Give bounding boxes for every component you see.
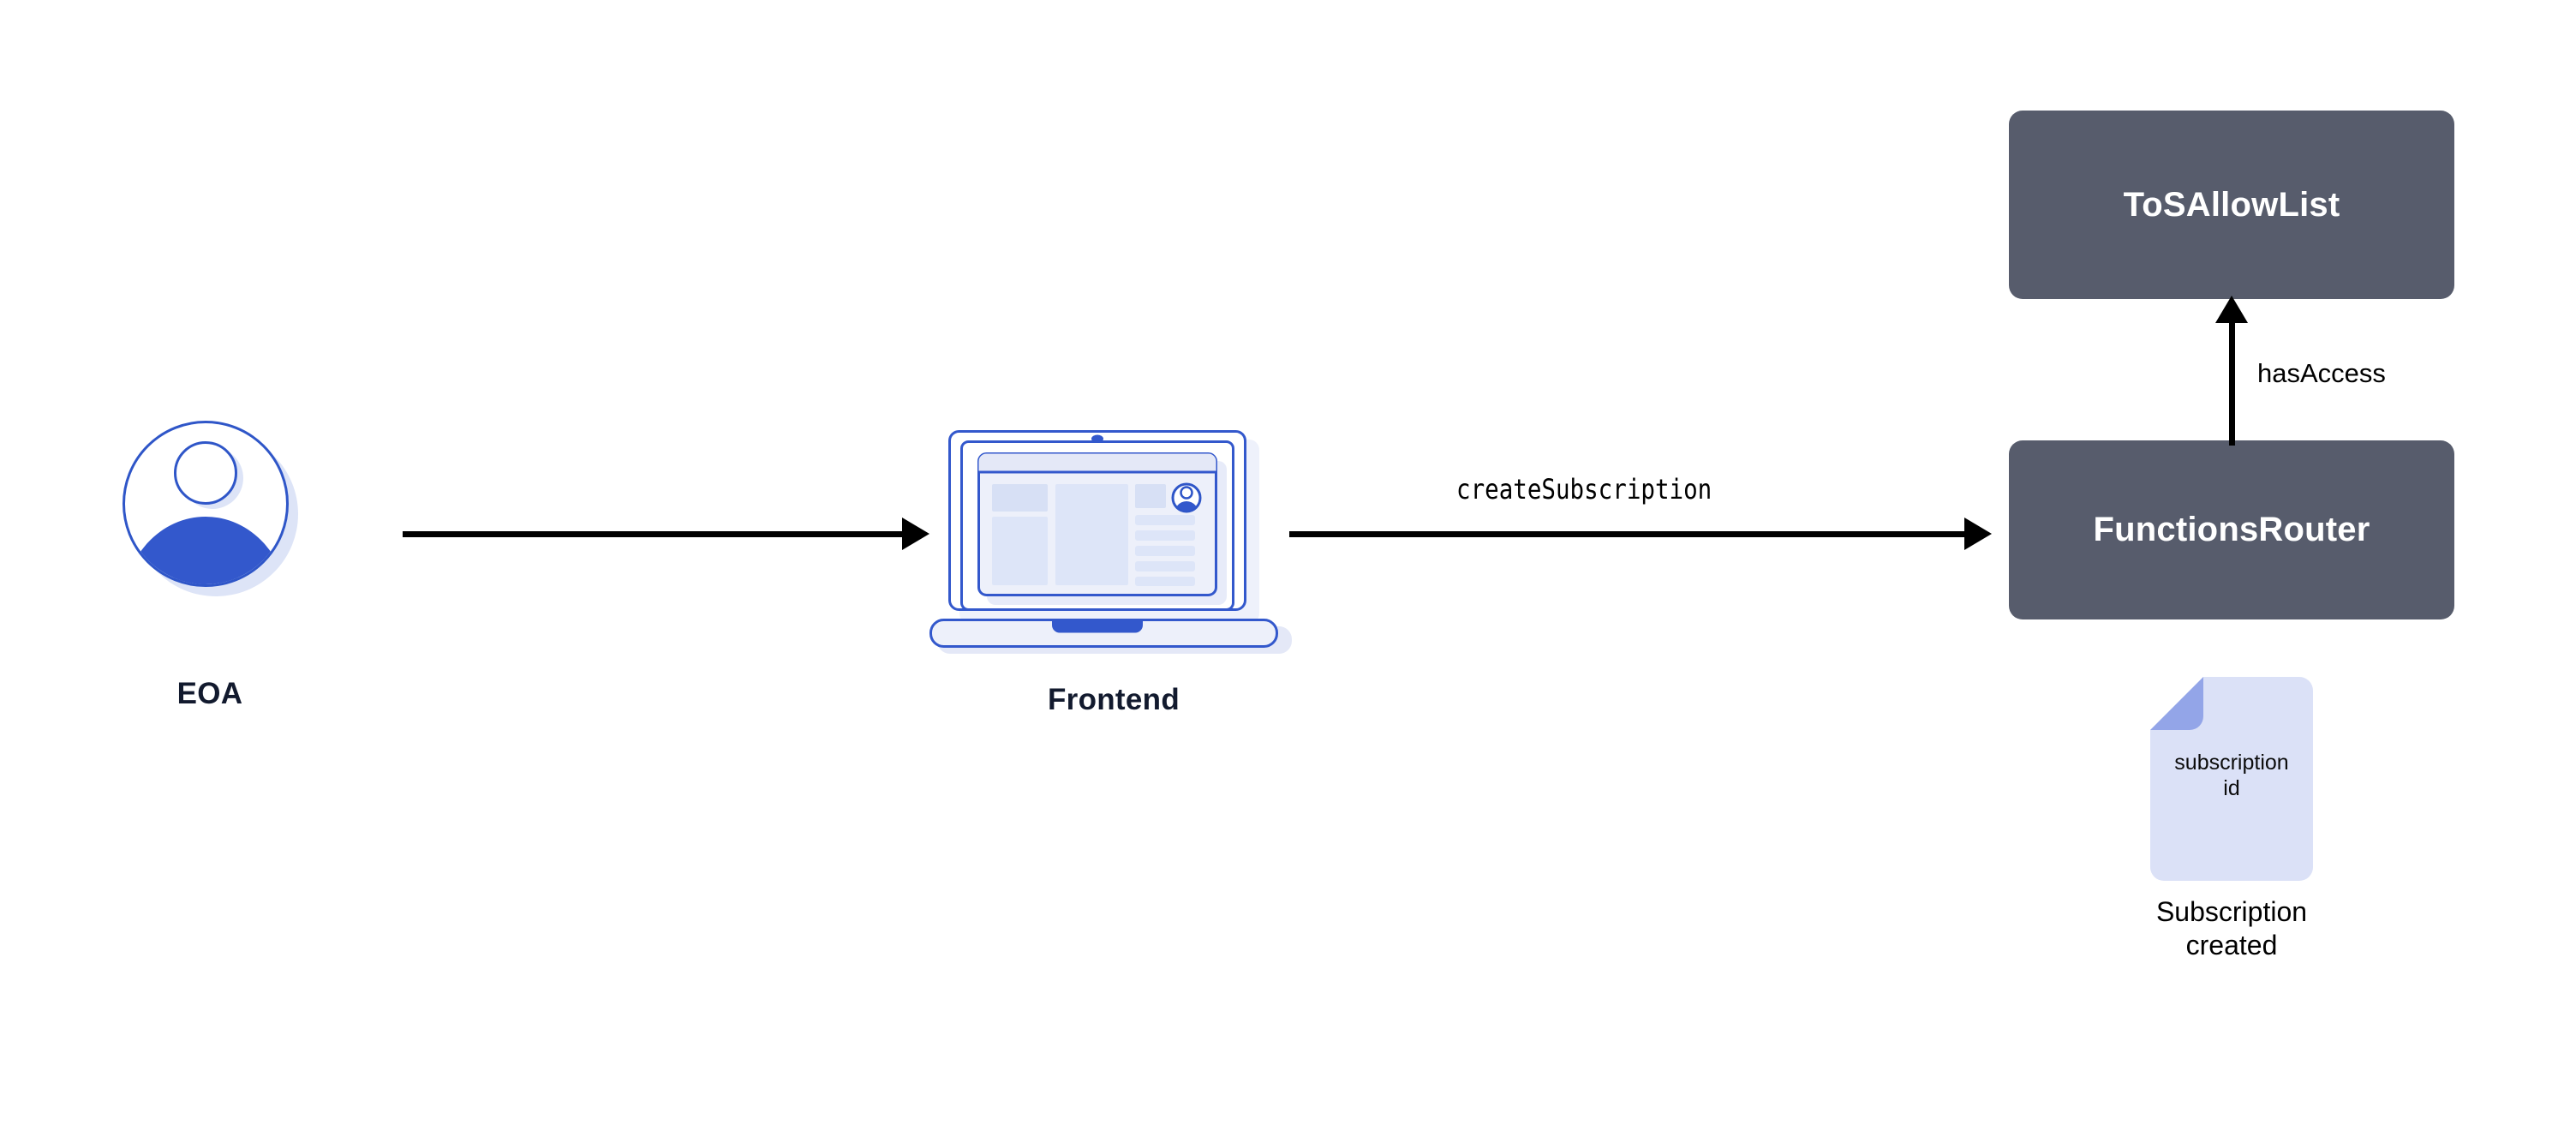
document-text-line1: subscription [2174, 751, 2289, 775]
document-caption-line2: created [2185, 930, 2278, 961]
edge-label-has-access: hasAccess [2257, 358, 2386, 388]
document-text: subscription id [2150, 751, 2313, 801]
edge-router-to-tos-line [2229, 319, 2235, 446]
edge-frontend-to-router-arrowhead [1964, 518, 1992, 550]
edge-router-to-tos-arrowhead [2215, 296, 2248, 323]
node-eoa-label: EOA [176, 677, 243, 710]
node-tos-allowlist[interactable]: ToSAllowList [2009, 111, 2454, 299]
laptop-icon [925, 424, 1302, 673]
node-frontend-label: Frontend [1047, 683, 1180, 716]
document-text-line2: id [2223, 775, 2240, 800]
user-avatar-icon [120, 418, 302, 600]
edge-frontend-to-router-line [1289, 531, 1970, 537]
edge-label-create-subscription: createSubscription [1456, 473, 1712, 506]
document-caption-line1: Subscription [2155, 896, 2308, 927]
edge-eoa-to-frontend-arrowhead [902, 518, 929, 550]
node-subscription-document[interactable]: subscription id Subscription created [2142, 677, 2322, 968]
document-caption: Subscription created [2107, 895, 2356, 962]
node-functions-router[interactable]: FunctionsRouter [2009, 440, 2454, 619]
node-eoa[interactable]: EOA [120, 418, 377, 761]
document-icon [2150, 677, 2313, 883]
edge-eoa-to-frontend-line [403, 531, 912, 537]
node-frontend[interactable]: Frontend [925, 424, 1302, 767]
